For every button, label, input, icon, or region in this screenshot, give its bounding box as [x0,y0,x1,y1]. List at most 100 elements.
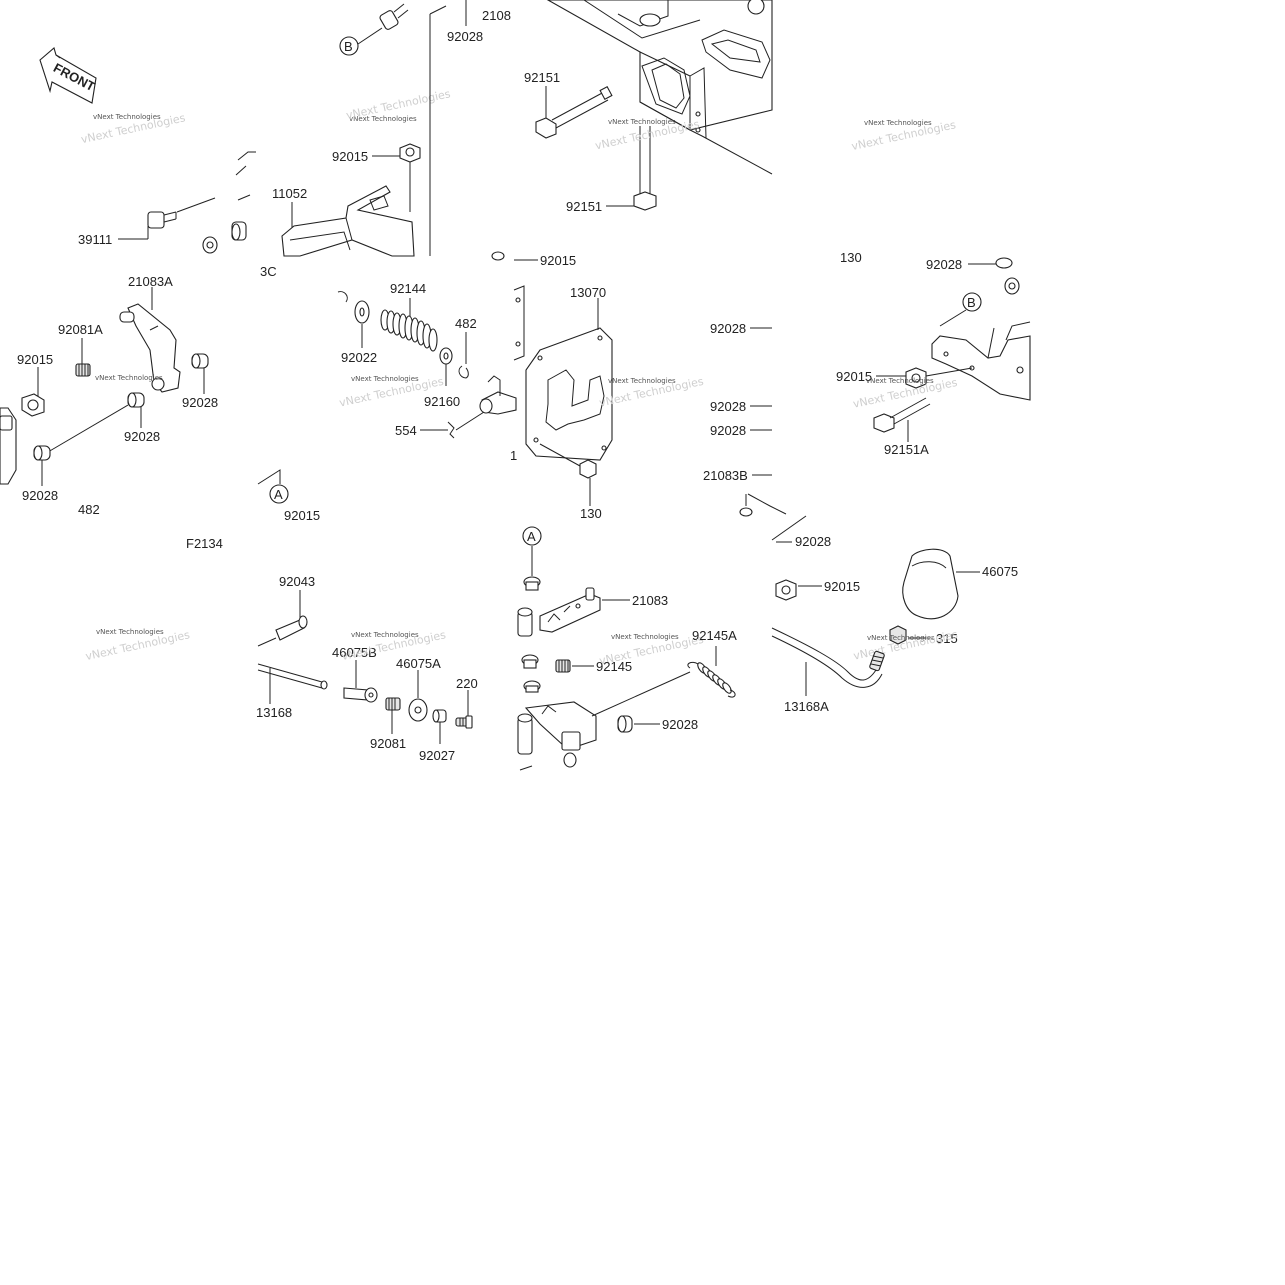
nut-part-icon [889,625,907,645]
part-label-92028-b1: 92028 [795,534,831,549]
part-label-92151-a: 92151 [524,70,560,85]
tile-top-middle: B 92028 2108 vNext Technologies vNext Te… [272,0,576,268]
tile-bottom-rod: 92043 13168 46075B vNext Technologies vN… [256,574,478,763]
nut-part-icon [21,393,45,417]
bushing-part-icon [439,347,453,365]
callout-b-label: B [967,295,976,310]
part-label-92028-b2: 92028 [662,717,698,732]
watermark: vNext Technologies [867,634,935,642]
callout-circle-b [962,292,982,312]
rod-part-icon [257,663,328,690]
watermark: vNext Technologies [95,374,163,382]
tile-top-left: FRONT vNext Technologies vNext Technolog… [0,47,277,517]
bracket-part-icon [281,185,415,257]
callout-a-label: A [274,487,283,502]
spring-part-icon [385,697,401,711]
tile-right-bracket: 92028 B 92015 92151A vNex [836,257,1031,457]
gate-plate-part-icon [525,327,613,461]
watermark: vNext Technologies [93,113,161,121]
callout-circle-b [339,36,359,56]
bolt-part-icon [147,197,216,229]
part-label-92015-partial: 92015 [284,508,320,523]
bushing-part-icon [523,576,541,591]
part-label-482-l: 482 [78,502,100,517]
part-label-11052: 11052 [272,186,307,201]
bracket-part-icon [931,321,1031,401]
shift-rod-part-icon [771,627,885,688]
nut-part-icon [775,579,797,601]
screw-part-icon [455,715,473,729]
nut-part-icon [905,367,927,389]
part-label-482-m: 482 [455,316,477,331]
washer-part-icon [995,257,1013,269]
front-arrow-icon: FRONT [39,47,98,104]
part-label-13070: 13070 [570,285,606,300]
watermark: vNext Technologies [866,377,934,385]
part-label-92022: 92022 [341,350,377,365]
spring-part-icon [687,661,736,698]
tile-bottom-right: 92028 92015 46075 315 vNext Technologies… [771,515,1018,714]
part-label-21083b: 21083B [703,468,748,483]
watermark: vNext Technologies [864,119,932,127]
collar-part-icon [127,392,145,408]
watermark: vNext Technologies [351,631,419,639]
part-label-92028-r1: 92028 [926,257,962,272]
part-label-92151a: 92151A [884,442,929,457]
part-label-92028-top: 92028 [447,29,483,44]
part-label-21083: 21083 [632,593,668,608]
bolt-part-icon [579,459,597,479]
part-label-92015-c: 92015 [17,352,53,367]
tile-gate-plate: 13070 vNext Technologies vNext Technolog… [510,285,705,521]
collar-part-icon [617,715,633,733]
part-label-92160: 92160 [424,394,460,409]
part-label-13168a: 13168A [784,699,829,714]
lever-part-icon [517,587,601,637]
bushing-part-icon [521,654,539,669]
callout-b-label: B [344,39,353,54]
part-label-92015-b: 92015 [540,253,576,268]
part-label-46075a: 46075A [396,656,441,671]
part-label-92043: 92043 [279,574,315,589]
spring-part-icon [75,363,91,377]
tile-upper-right: vNext Technologies vNext Technologies [850,118,957,153]
bolt-part-icon [873,397,931,433]
part-label-92145: 92145 [596,659,632,674]
collar-part-icon [191,353,209,369]
part-label-315: 315 [936,631,958,646]
watermark: vNext Technologies [351,375,419,383]
collar-part-icon [1004,277,1020,295]
part-label-21083a: 21083A [128,274,173,289]
part-label-130-bottom: 130 [580,506,602,521]
bolt-part-icon [535,85,613,139]
part-label-92145a: 92145A [692,628,737,643]
part-label-13168: 13168 [256,705,292,720]
part-label-92028-m1: 92028 [710,321,746,336]
watermark: vNext Technologies [349,115,417,123]
part-label-554: 554 [395,423,417,438]
bolt-part-icon [343,687,378,703]
watermark: vNext Technologies [608,118,676,126]
part-label-92028-l3: 92028 [22,488,58,503]
shaft-part-icon [479,375,517,415]
pin-part-icon [275,615,308,641]
watermark: vNext Technologies [611,633,679,641]
watermark: vNext Technologies [608,377,676,385]
part-label-92081: 92081 [370,736,406,751]
lever-part-icon [119,303,181,393]
collar-part-icon [33,445,51,461]
lever-part-icon [517,701,597,771]
part-label-92015-f: 92015 [824,579,860,594]
callout-circle-a [522,526,542,546]
part-label-92028-m2: 92028 [710,399,746,414]
part-label-92015-d: 92015 [836,369,872,384]
part-label-39111: 39111 [78,232,112,247]
part-label-46075: 46075 [982,564,1018,579]
collar-part-icon [432,709,447,723]
tile-middle-center: 92144 92022 92160 [257,281,517,523]
bolt-part-icon [379,3,409,30]
callout-circle-a [269,484,289,504]
washer-part-icon [354,300,370,324]
spring-part-icon [555,659,571,673]
figure-code: F2134 [186,536,223,551]
